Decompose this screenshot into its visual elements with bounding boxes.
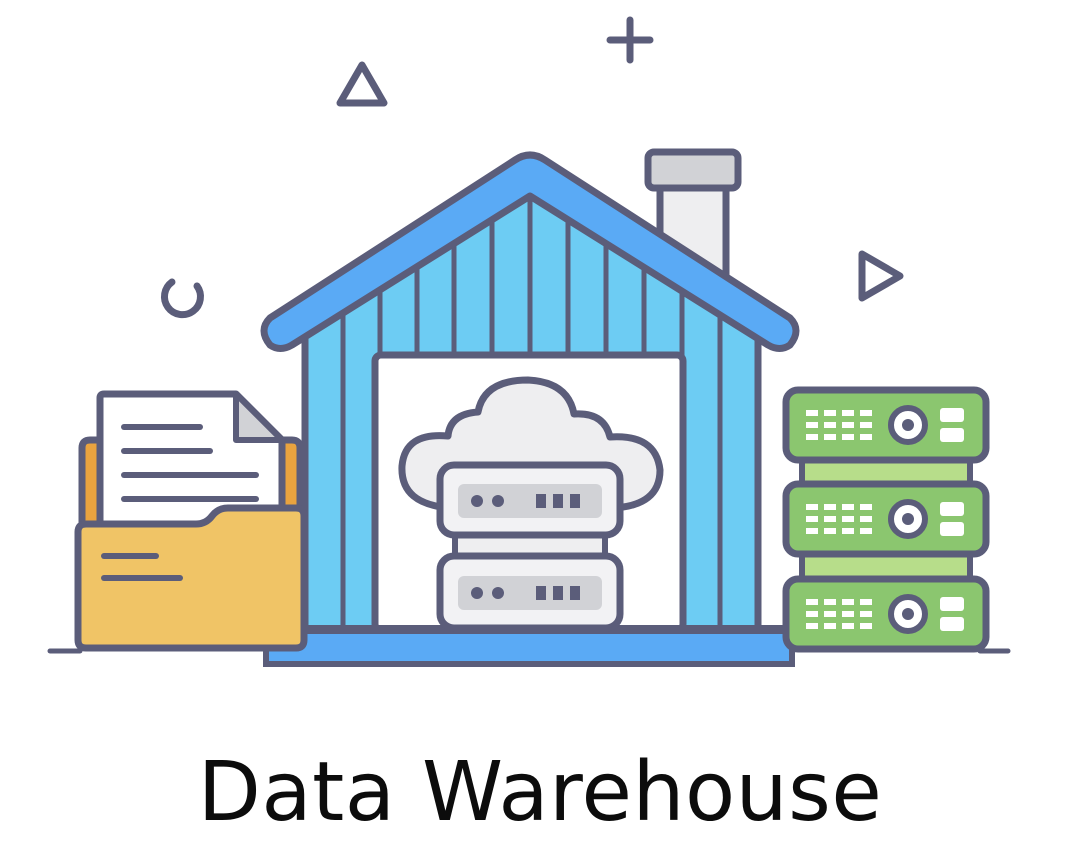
chimney — [644, 148, 742, 280]
triangle-icon — [336, 61, 388, 107]
rack-unit — [782, 575, 990, 653]
play-triangle-icon — [858, 250, 904, 302]
server-icon — [436, 552, 624, 632]
caption-title: Data Warehouse — [197, 745, 883, 840]
rack-unit — [782, 386, 990, 464]
server-rack-icon — [782, 386, 990, 653]
folder-icon — [74, 390, 308, 652]
rack-unit — [782, 480, 990, 558]
server-icon — [436, 461, 624, 561]
plus-icon — [606, 16, 654, 64]
partial-circle-icon — [160, 278, 204, 319]
